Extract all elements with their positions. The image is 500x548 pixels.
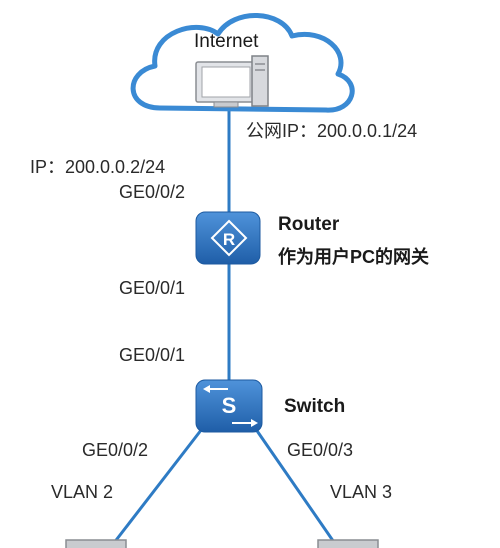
vlan-left-label: VLAN 2 xyxy=(51,482,114,502)
link-switch-left xyxy=(108,424,207,548)
router-down-port-label: GE0/0/1 xyxy=(119,278,186,298)
switch-left-port-label: GE0/0/2 xyxy=(82,440,149,460)
router-name: Router xyxy=(278,214,340,235)
switch-up-port-label: GE0/0/1 xyxy=(119,345,186,365)
router-glyph: R xyxy=(223,230,235,249)
vlan-right-label: VLAN 3 xyxy=(330,482,393,502)
server-icon xyxy=(195,55,269,108)
router-up-port-label: GE0/0/2 xyxy=(119,182,186,202)
router-icon xyxy=(195,211,261,265)
public-ip-label: 公网IP：200.0.0.1/24 xyxy=(246,121,418,141)
switch-right-port-label: GE0/0/3 xyxy=(287,440,354,460)
switch-glyph: S xyxy=(222,393,237,418)
switch-name: Switch xyxy=(284,396,346,417)
router-ip-label: IP：200.0.0.2/24 xyxy=(30,157,166,177)
switch-icon xyxy=(195,379,263,433)
pc-left-icon xyxy=(65,539,127,548)
internet-label: Internet xyxy=(194,31,259,52)
pc-right-icon xyxy=(317,539,379,548)
link-switch-right xyxy=(251,424,340,548)
router-desc: 作为用户PC的网关 xyxy=(278,247,430,267)
